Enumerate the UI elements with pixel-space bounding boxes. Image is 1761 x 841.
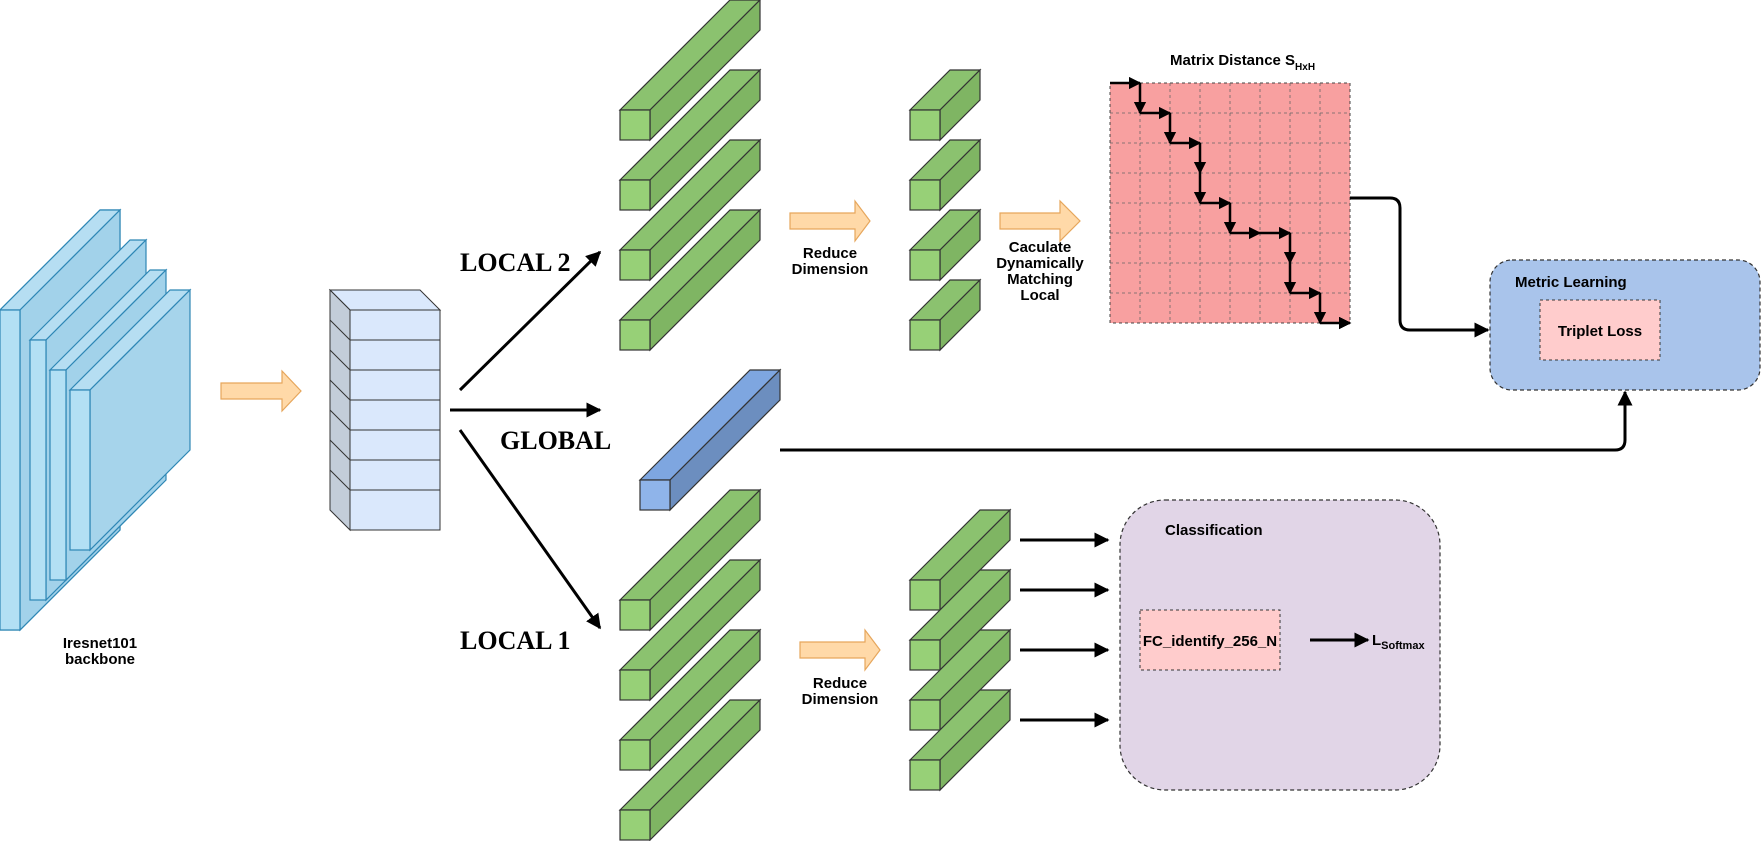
reduce-bottom-line2: Dimension [802,691,879,708]
local1-parts [618,488,762,841]
branch-label-local1: LOCAL 1 [460,626,571,655]
edge-global-to-metric [780,390,1633,452]
global-feature [638,368,782,512]
distance-matrix [1109,76,1352,330]
branch-label-local2: LOCAL 2 [460,248,571,277]
fc-identify-box [1139,609,1281,671]
reduced-local2-part-4 [908,278,982,352]
edge-matrix-to-metric [1350,196,1490,338]
reduced-local1-part-4 [908,688,1012,792]
reduced-local1-part-2 [908,568,1012,672]
reduced-local1-parts [908,508,1012,792]
reduced-local2-part-1 [908,68,982,142]
local2-part-2 [618,68,762,212]
local1-part-2 [618,558,762,702]
backbone-label-line2: backbone [65,651,135,668]
softmax-loss-label: LSoftmax [1372,632,1425,652]
reduced-local2-part-3 [908,208,982,282]
matrix-title: Matrix Distance SHxH [1170,52,1315,73]
calculate-line3: Matching [1007,271,1073,288]
local1-part-4 [618,698,762,841]
fc-identify-label: FC_identify_256_N [1143,633,1277,650]
local1-part-1 [618,488,762,632]
process-arrow-reduce-bottom [799,628,881,672]
reduce-bottom-line1: Reduce [813,675,867,692]
calculate-line4: Local [1020,287,1059,304]
partitioned-feature-map [328,288,442,532]
local2-parts [618,0,762,352]
classification-title: Classification [1165,522,1263,539]
backbone-label-line1: Iresnet101 [63,635,137,652]
branch-label-global: GLOBAL [500,426,611,455]
reduced-local2-part-2 [908,138,982,212]
process-arrow-backbone [220,369,302,413]
local2-part-1 [618,0,761,142]
reduced-local1-part-3 [908,628,1012,732]
reduced-local1-part-1 [908,508,1012,612]
local2-part-4 [618,208,762,352]
triplet-loss-box [1539,299,1661,361]
triplet-loss-label: Triplet Loss [1558,323,1642,340]
local1-part-3 [618,628,762,772]
process-arrow-calculate [999,199,1081,243]
calculate-line2: Dynamically [996,255,1084,272]
backbone-plates [0,208,192,632]
local2-part-3 [618,138,762,282]
edge-to-local1 [458,429,602,630]
process-arrow-reduce-top [789,199,871,243]
reduce-top-line1: Reduce [803,245,857,262]
reduce-top-line2: Dimension [792,261,869,278]
reduced-local2-parts [908,68,982,352]
metric-learning-title: Metric Learning [1515,274,1627,291]
calculate-line1: Caculate [1009,239,1072,256]
edge-to-local2 [458,250,602,392]
